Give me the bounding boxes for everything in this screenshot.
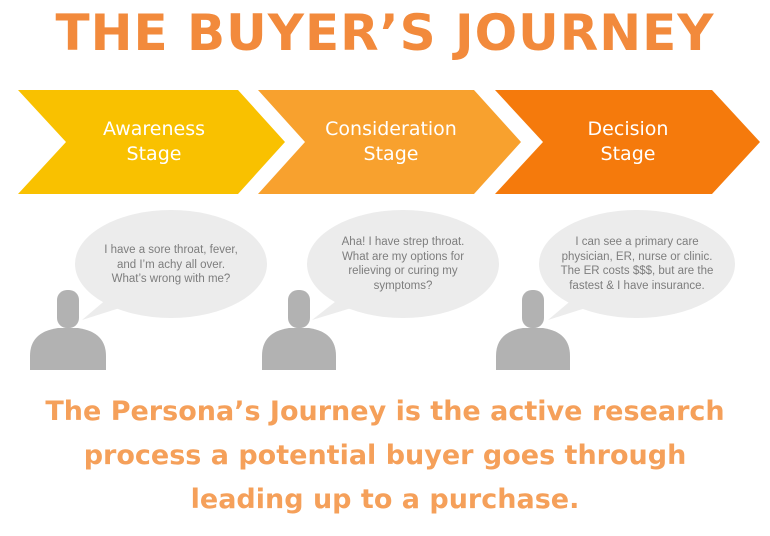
bubble-text-consideration: Aha! I have strep throat. What are my op…	[341, 236, 465, 292]
person-icon	[262, 290, 336, 370]
speech-bubble-3	[539, 210, 735, 320]
speech-bubble-1	[75, 210, 267, 320]
stage-label-consideration: Consideration Stage	[325, 118, 457, 165]
person-icon	[496, 290, 570, 370]
chevron-awareness	[18, 90, 285, 194]
bubble-text-awareness: I have a sore throat, fever, and I’m ach…	[104, 244, 238, 285]
bubble-text-decision: I can see a primary care physician, ER, …	[560, 236, 714, 292]
page-title: THE BUYER’S JOURNEY	[55, 4, 715, 62]
speech-bubble-2	[307, 210, 499, 320]
stage-label-decision: Decision Stage	[587, 118, 669, 165]
chevron-decision	[495, 90, 760, 194]
footer-statement: The Persona’s Journey is the active rese…	[45, 396, 725, 515]
stage-label-awareness: Awareness Stage	[102, 118, 206, 165]
person-icon	[30, 290, 106, 370]
chevron-consideration	[258, 90, 521, 194]
